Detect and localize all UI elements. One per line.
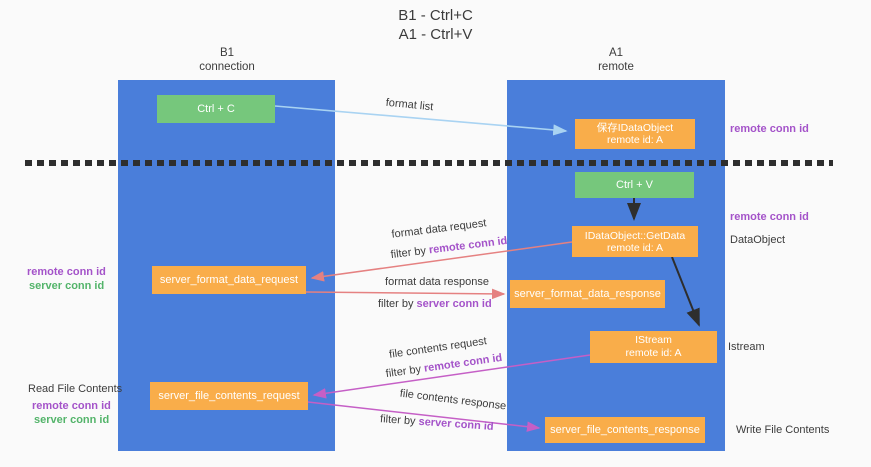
title-line-1: B1 - Ctrl+C xyxy=(398,7,473,24)
server-format-data-request-box: server_format_data_request xyxy=(152,266,306,294)
lane-a1-name: A1 xyxy=(608,47,624,59)
getdata-line1: IDataObject::GetData xyxy=(584,229,686,242)
dataobject-label: DataObject xyxy=(730,234,786,246)
read-file-contents-label: Read File Contents xyxy=(28,383,123,395)
server-file-contents-request-label: server_file_contents_request xyxy=(158,389,300,402)
save-idataobject-line2: remote id: A xyxy=(606,134,664,146)
idataobject-getdata-box: IDataObject::GetData remote id: A xyxy=(572,226,698,257)
server-file-contents-response-box: server_file_contents_response xyxy=(545,417,705,443)
write-file-contents-label: Write File Contents xyxy=(736,424,830,436)
filter-by-text: filter by xyxy=(378,298,417,310)
arrow-format-data-response xyxy=(305,288,506,300)
diagram-title: B1 - Ctrl+C A1 - Ctrl+V xyxy=(0,6,871,44)
istream-side-label: Istream xyxy=(728,341,765,353)
remote-conn-id-left-bottom: remote conn id xyxy=(32,400,111,412)
ctrl-v-label: Ctrl + V xyxy=(616,178,653,191)
ctrl-v-box: Ctrl + V xyxy=(575,172,694,198)
server-conn-id-left-bottom: server conn id xyxy=(34,414,110,426)
getdata-line2: remote id: A xyxy=(606,241,664,254)
save-idataobject-box: 保存IDataObject remote id: A xyxy=(575,119,695,149)
remote-conn-id-left-top: remote conn id xyxy=(27,266,106,278)
istream-line1: IStream xyxy=(635,334,672,346)
arrow-format-data-request xyxy=(310,241,573,282)
lane-header-a1: A1 remote xyxy=(556,46,676,74)
ctrl-c-label: Ctrl + C xyxy=(197,102,235,115)
server-conn-id-text: server conn id xyxy=(416,298,492,310)
arrow-getdata-to-istream xyxy=(671,256,700,327)
remote-conn-id-right-top: remote conn id xyxy=(730,123,809,135)
arrow-file-contents-response xyxy=(307,401,541,432)
lane-b1-name: B1 xyxy=(219,47,235,59)
remote-conn-id-right-mid: remote conn id xyxy=(730,211,809,223)
arrow-file-contents-request xyxy=(312,354,591,399)
lane-header-b1: B1 connection xyxy=(167,46,287,74)
save-idataobject-line1: 保存IDataObject xyxy=(596,122,674,134)
server-format-data-response-box: server_format_data_response xyxy=(510,280,665,308)
server-file-contents-response-label: server_file_contents_response xyxy=(550,423,700,436)
format-data-response-filter-label: filter by server conn id xyxy=(378,298,492,310)
istream-line2: remote id: A xyxy=(625,347,682,359)
lane-b1-subtitle: connection xyxy=(199,61,255,73)
server-format-data-response-label: server_format_data_response xyxy=(514,287,661,300)
server-conn-id-left-top: server conn id xyxy=(29,280,105,292)
server-format-data-request-label: server_format_data_request xyxy=(159,273,299,286)
istream-box: IStream remote id: A xyxy=(590,331,717,363)
server-file-contents-request-box: server_file_contents_request xyxy=(150,382,308,410)
arrow-format-list xyxy=(274,105,568,136)
ctrl-c-box: Ctrl + C xyxy=(157,95,275,123)
dashed-separator xyxy=(25,160,833,166)
lane-a1-subtitle: remote xyxy=(598,61,634,73)
format-data-response-label: format data response xyxy=(385,276,489,288)
title-line-2: A1 - Ctrl+V xyxy=(398,26,473,43)
